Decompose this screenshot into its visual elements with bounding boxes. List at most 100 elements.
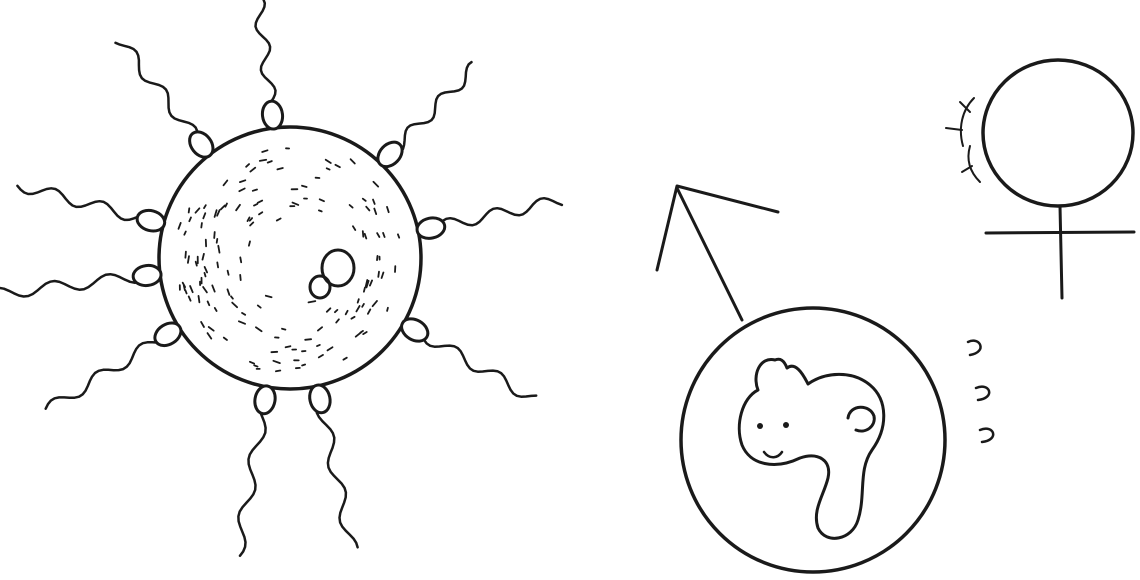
cytoplasm-dash	[302, 186, 307, 187]
male-symbol-icon	[657, 186, 778, 320]
cytoplasm-dash	[373, 200, 375, 204]
cytoplasm-dash	[368, 309, 370, 313]
embryo-body	[739, 359, 883, 538]
embryo-smile	[764, 452, 782, 457]
sperm-tail	[17, 186, 138, 220]
cytoplasm-dash	[212, 285, 214, 291]
cytoplasm-dash	[250, 168, 255, 172]
cytoplasm-dash	[282, 329, 285, 330]
cytoplasm-dash	[185, 290, 186, 293]
cytoplasm-dash	[254, 204, 257, 206]
cytoplasm-dash	[277, 219, 281, 221]
female-circle	[983, 60, 1133, 206]
cytoplasm-dash	[374, 209, 376, 215]
cytoplasm-dash	[239, 321, 245, 324]
sperm-tail	[317, 413, 358, 548]
sperm-head	[398, 314, 432, 345]
cytoplasm-dash	[256, 327, 262, 331]
cytoplasm-dash	[240, 275, 241, 280]
cytoplasm-dash	[224, 338, 227, 340]
cytoplasm-dash	[373, 182, 378, 187]
cytoplasm-dash	[336, 319, 339, 322]
cytoplasm-dash	[203, 254, 204, 260]
cytoplasm-dash	[383, 233, 385, 237]
cytoplasm-dash	[309, 301, 316, 302]
cytoplasm-dash	[276, 371, 280, 372]
cytoplasm-dash	[240, 257, 241, 262]
sperm-head	[185, 127, 218, 161]
cytoplasm-dash	[335, 165, 340, 167]
cytoplasm-dash	[217, 239, 218, 243]
cytoplasm-dash	[377, 233, 379, 237]
cytoplasm-dash	[253, 190, 257, 191]
sperm-head	[415, 215, 447, 240]
sperm-tail	[424, 340, 536, 397]
cytoplasm-dash	[320, 199, 324, 201]
cytoplasm-dash	[318, 327, 322, 330]
egg-cytoplasm-dots	[179, 148, 400, 371]
cytoplasm-dash	[224, 181, 228, 186]
male-arrow-shaft	[677, 188, 742, 320]
sperm-tail	[256, 0, 276, 102]
sperm-head	[373, 137, 407, 171]
cytoplasm-dash	[203, 287, 207, 292]
cytoplasm-dash	[350, 205, 353, 208]
cytoplasm-dash	[250, 222, 253, 225]
cytoplasm-dash	[189, 296, 191, 300]
sperm-head	[261, 100, 284, 130]
cytoplasm-dash	[319, 355, 323, 358]
cytoplasm-dash	[273, 361, 280, 363]
cytoplasm-dash	[365, 234, 367, 239]
cytoplasm-dash	[387, 308, 388, 311]
sperm-head	[151, 318, 185, 350]
cytoplasm-dash	[378, 272, 379, 277]
female-symbol-icon	[946, 60, 1134, 298]
cytoplasm-dash	[327, 308, 331, 312]
cytoplasm-dash	[246, 164, 249, 167]
sperm-tail	[116, 43, 198, 131]
cytoplasm-dash	[250, 362, 254, 364]
cytoplasm-dash	[363, 199, 366, 201]
embryo-in-circle-icon	[681, 308, 993, 572]
cytoplasm-dash	[358, 299, 359, 302]
cytoplasm-dash	[190, 286, 193, 292]
cytoplasm-dash	[366, 207, 369, 211]
cytoplasm-dash	[205, 267, 208, 273]
cytoplasm-dash	[185, 252, 186, 258]
cytoplasm-dash	[268, 161, 272, 163]
cytoplasm-dash	[240, 180, 245, 182]
cytoplasm-dash	[254, 365, 257, 366]
cytoplasm-dash	[373, 301, 377, 306]
cytoplasm-dash	[346, 311, 348, 315]
cytoplasm-dash	[363, 332, 367, 334]
cytoplasm-dash	[286, 346, 291, 347]
sperm-tail	[238, 412, 265, 556]
cytoplasm-dash	[184, 232, 186, 235]
cytoplasm-dash	[262, 150, 267, 152]
cytoplasm-dash	[293, 203, 299, 205]
cytoplasm-dash	[204, 205, 206, 208]
cytoplasm-dash	[319, 210, 322, 211]
cytoplasm-dash	[228, 271, 229, 275]
cytoplasm-dash	[196, 262, 197, 266]
cytoplasm-dash	[326, 160, 331, 163]
sperm-tail	[403, 62, 472, 149]
sperm-head	[307, 383, 332, 415]
female-crossbar	[986, 232, 1134, 233]
cytoplasm-dash	[351, 317, 354, 319]
sperm-cells	[0, 0, 562, 556]
cytoplasm-dash	[258, 305, 261, 307]
cytoplasm-dash	[209, 327, 214, 331]
cytoplasm-dash	[231, 296, 233, 298]
cytoplasm-dash	[221, 205, 225, 209]
cytoplasm-dash	[205, 273, 206, 277]
cytoplasm-dash	[217, 262, 218, 267]
cytoplasm-dash	[328, 347, 333, 350]
cytoplasm-dash	[351, 159, 355, 163]
male-arrow-head	[657, 186, 778, 270]
cytoplasm-dash	[196, 208, 200, 212]
cytoplasm-dash	[258, 201, 263, 203]
cytoplasm-dash	[370, 280, 372, 285]
cytoplasm-dash	[266, 296, 272, 298]
